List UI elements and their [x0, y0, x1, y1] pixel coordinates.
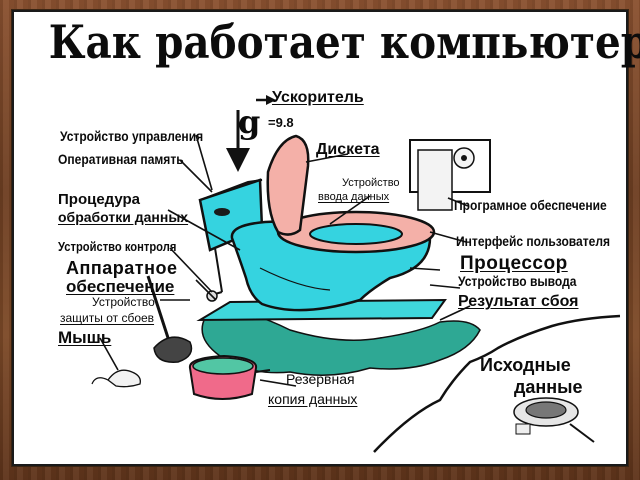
accelerator-symbol: g	[238, 103, 261, 141]
label-input-line2: ввода данных	[318, 191, 390, 203]
label-procedure-line1: Процедура	[58, 191, 141, 208]
accelerator-value: =9.8	[268, 115, 294, 130]
label-input-line1: Устройство	[342, 177, 400, 189]
label-processor: Процессор	[460, 253, 568, 274]
label-backup-line1: Резервная	[286, 371, 355, 387]
wall-crack	[373, 314, 621, 453]
toilet-paper	[417, 149, 453, 211]
label-mouse: Мышь	[58, 328, 112, 347]
accelerator-label: Ускоритель	[272, 89, 364, 106]
label-procedure-line2: обработки данных	[58, 209, 189, 225]
label-source-line2: данные	[514, 377, 583, 397]
mouse-icon	[107, 369, 141, 388]
water-pipe	[207, 247, 223, 297]
label-software: Програмное обеспечение	[454, 197, 607, 213]
label-backup-line2: копия данных	[268, 391, 358, 407]
label-failure-result: Результат сбоя	[458, 293, 579, 310]
toilet-lid	[266, 134, 310, 236]
label-control-unit: Устройство управления	[60, 128, 204, 144]
label-hardware-line2: обеспечение	[66, 277, 175, 296]
label-output-device: Устройство вывода	[458, 273, 577, 289]
label-hardware-line1: Аппаратное	[66, 258, 178, 278]
label-ram: Оперативная память	[58, 151, 184, 167]
label-interface: Интерфейс пользователя	[456, 233, 611, 249]
label-diskette: Дискета	[316, 141, 380, 158]
leader-lines	[99, 134, 471, 387]
plunger-cup	[153, 336, 193, 363]
poster-title: Как работает компьютер	[48, 15, 640, 69]
label-control-device: Устройство контроля	[58, 239, 177, 254]
label-source-line1: Исходные	[480, 355, 571, 375]
label-protection-line1: Устройство	[92, 295, 155, 309]
flush-button-icon	[214, 208, 230, 216]
plunger-handle	[146, 275, 172, 345]
label-protection-line2: защиты от сбоев	[60, 311, 155, 325]
